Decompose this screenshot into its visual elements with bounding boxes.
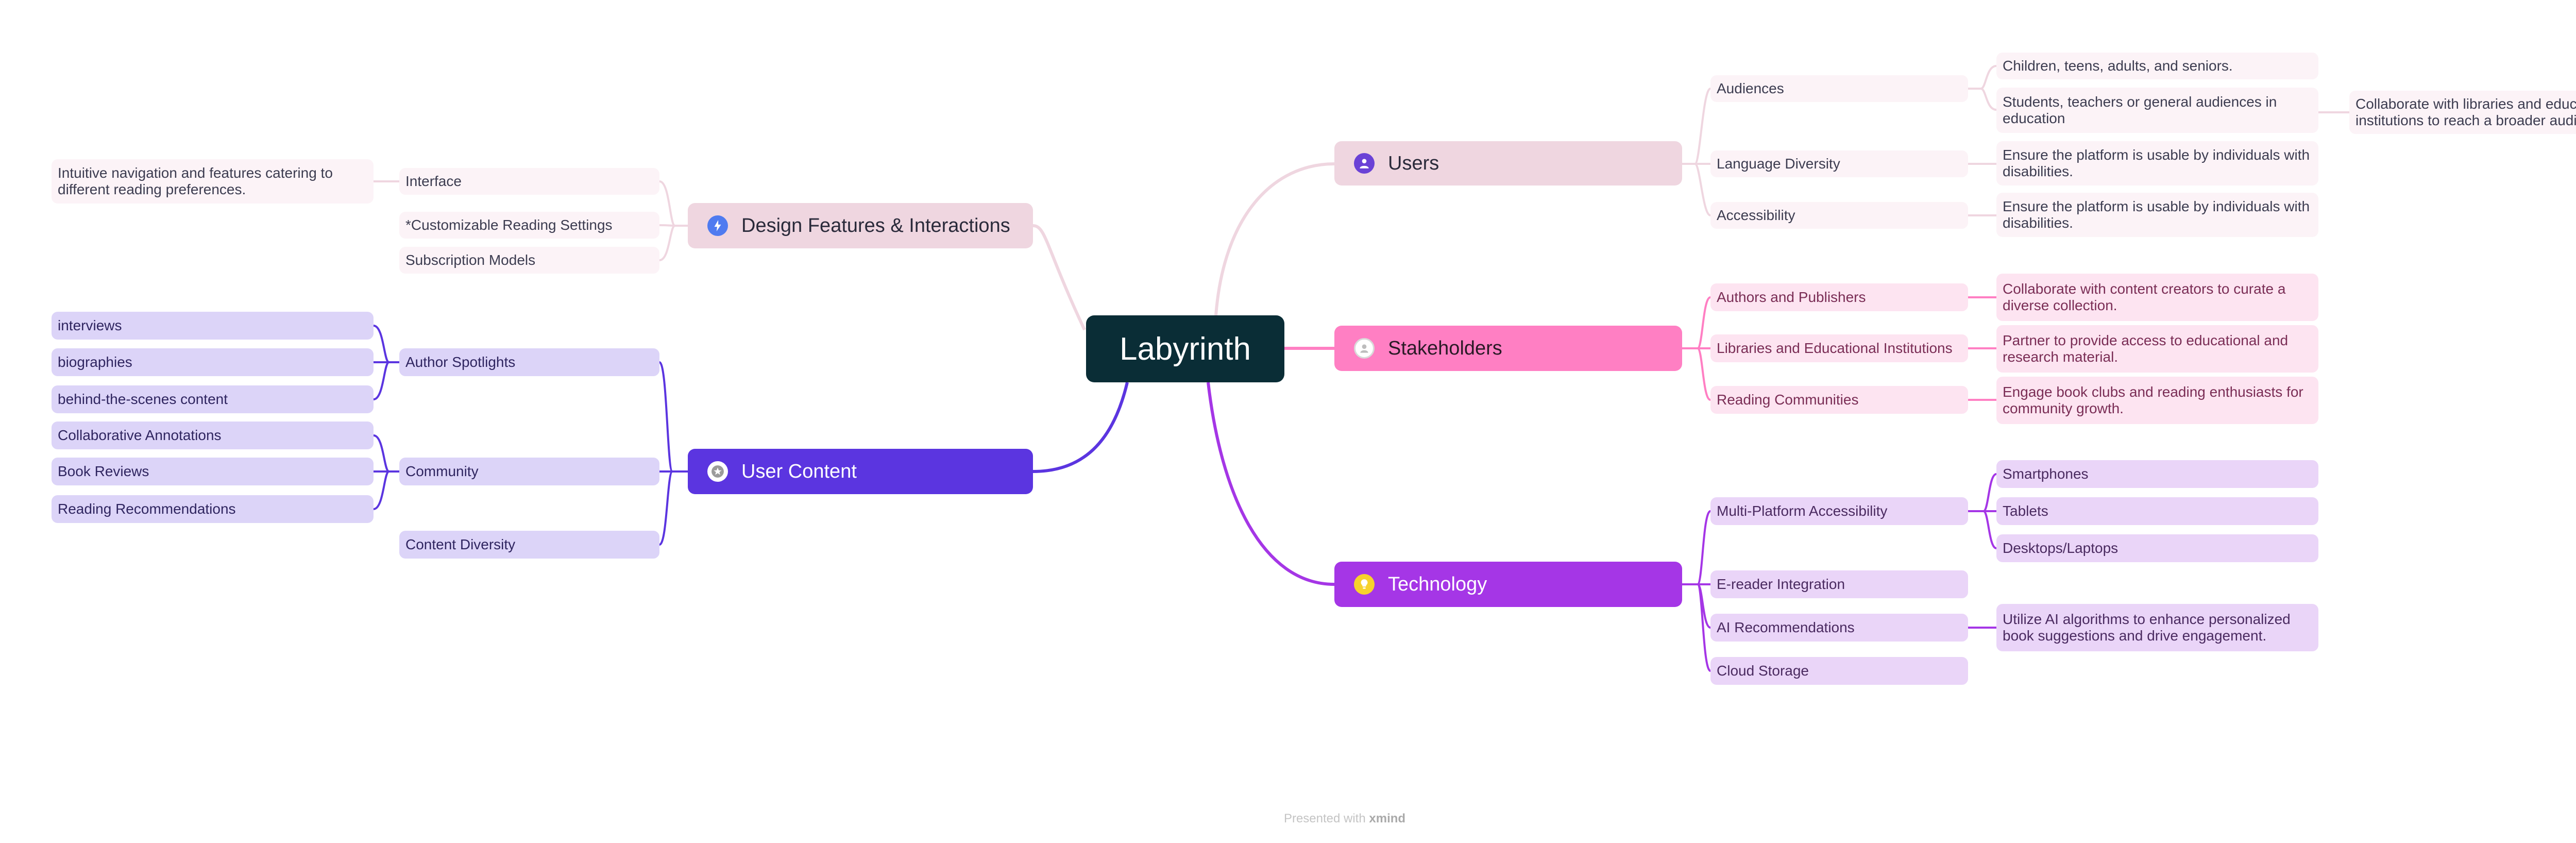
subtopic-subscription-models[interactable]: Subscription Models (399, 247, 659, 274)
person-icon (1354, 153, 1375, 174)
lightning-icon (707, 215, 728, 236)
community-item[interactable]: Reading Recommendations (52, 495, 374, 523)
topic-label: Stakeholders (1388, 337, 1502, 359)
subtopic-accessibility[interactable]: Accessibility (1710, 202, 1968, 229)
subtopic-community[interactable]: Community (399, 458, 659, 485)
subtopic-cloud-storage[interactable]: Cloud Storage (1710, 657, 1968, 685)
root-topic[interactable]: Labyrinth (1086, 315, 1284, 382)
subtopic-content-diversity[interactable]: Content Diversity (399, 531, 659, 559)
subtopic-libraries-institutions[interactable]: Libraries and Educational Institutions (1710, 334, 1968, 362)
root-label: Labyrinth (1119, 331, 1251, 367)
topic-label: Technology (1388, 573, 1487, 595)
presented-with-footer: Presented with xmind (1273, 812, 1417, 826)
footer-prefix: Presented with (1283, 812, 1366, 825)
language-detail[interactable]: Ensure the platform is usable by individ… (1996, 141, 2318, 186)
community-item[interactable]: Book Reviews (52, 458, 374, 485)
topic-label: Users (1388, 152, 1439, 174)
platform-item[interactable]: Tablets (1996, 497, 2318, 525)
spotlight-item[interactable]: interviews (52, 312, 374, 340)
subtopic-customizable-settings[interactable]: *Customizable Reading Settings (399, 212, 659, 239)
platform-item[interactable]: Desktops/Laptops (1996, 534, 2318, 562)
xmind-brand: xmind (1369, 812, 1406, 825)
topic-technology[interactable]: Technology (1334, 562, 1682, 607)
audience-item[interactable]: Students, teachers or general audiences … (1996, 88, 2318, 133)
interface-detail[interactable]: Intuitive navigation and features cateri… (52, 159, 374, 204)
person-circle-icon (1354, 338, 1375, 359)
topic-user-content[interactable]: User Content (688, 449, 1033, 494)
accessibility-detail[interactable]: Ensure the platform is usable by individ… (1996, 193, 2318, 237)
spotlight-item[interactable]: behind-the-scenes content (52, 385, 374, 413)
subtopic-reading-communities[interactable]: Reading Communities (1710, 386, 1968, 414)
subtopic-multi-platform[interactable]: Multi-Platform Accessibility (1710, 497, 1968, 525)
topic-stakeholders[interactable]: Stakeholders (1334, 326, 1682, 371)
subtopic-ereader-integration[interactable]: E-reader Integration (1710, 570, 1968, 598)
topic-design-features[interactable]: Design Features & Interactions (688, 203, 1033, 248)
spotlight-item[interactable]: biographies (52, 348, 374, 376)
subtopic-author-spotlights[interactable]: Author Spotlights (399, 348, 659, 376)
lightbulb-icon (1354, 574, 1375, 595)
stakeholder-detail[interactable]: Collaborate with content creators to cur… (1996, 274, 2318, 321)
subtopic-audiences[interactable]: Audiences (1710, 75, 1968, 102)
topic-label: Design Features & Interactions (741, 214, 1010, 237)
subtopic-interface[interactable]: Interface (399, 168, 659, 195)
subtopic-language-diversity[interactable]: Language Diversity (1710, 150, 1968, 177)
subtopic-ai-recommendations[interactable]: AI Recommendations (1710, 614, 1968, 642)
stakeholder-detail[interactable]: Partner to provide access to educational… (1996, 325, 2318, 373)
topic-label: User Content (741, 460, 857, 482)
star-icon (707, 461, 728, 482)
ai-detail[interactable]: Utilize AI algorithms to enhance persona… (1996, 604, 2318, 651)
stakeholder-detail[interactable]: Engage book clubs and reading enthusiast… (1996, 377, 2318, 424)
topic-users[interactable]: Users (1334, 141, 1682, 186)
platform-item[interactable]: Smartphones (1996, 460, 2318, 488)
community-item[interactable]: Collaborative Annotations (52, 422, 374, 449)
audience-extra-note[interactable]: Collaborate with libraries and education… (2349, 91, 2576, 134)
audience-item[interactable]: Children, teens, adults, and seniors. (1996, 53, 2318, 79)
subtopic-authors-publishers[interactable]: Authors and Publishers (1710, 283, 1968, 311)
